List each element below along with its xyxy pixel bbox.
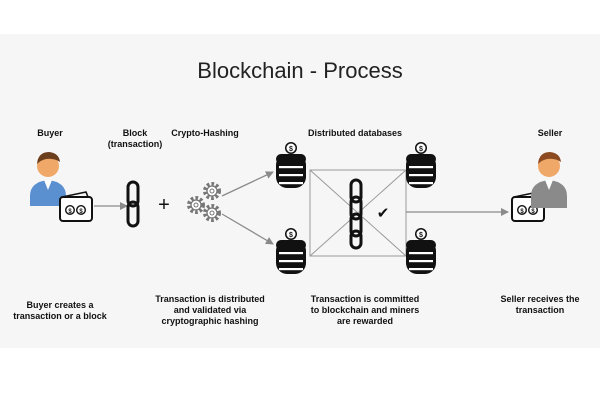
label-block: Block (transaction) [100,128,170,150]
database-bottom-left-icon [276,228,306,274]
plus-sign: + [158,194,170,216]
label-buyer: Buyer [37,128,63,138]
label-block-line2: (transaction) [107,139,163,149]
step-seller-receives: Seller receives the transaction [480,294,600,316]
step-1-line1: Buyer creates a [26,300,94,310]
step-2-line2: and validated via [173,305,247,315]
step-3-line1: Transaction is committed [310,294,420,304]
step-4-line2: transaction [515,305,565,315]
step-1-line2: transaction or a block [13,311,107,321]
step-committed: Transaction is committed to blockchain a… [295,294,435,327]
database-top-right-icon [406,142,436,188]
diagram-title: Blockchain - Process [197,58,403,83]
label-distributed-databases: Distributed databases [307,128,403,138]
step-2-line3: cryptographic hashing [161,316,259,326]
block-chain-link-icon [126,180,140,228]
check-icon: ✔ [377,204,390,222]
label-crypto-hashing: Crypto-Hashing [171,128,239,138]
blockchain-chain-icon [349,178,363,250]
label-block-line1: Block [122,128,148,138]
buyer-person-icon [30,152,66,206]
buyer-wallet-icon [59,191,93,222]
arrow-gears-to-db-bottom [221,213,274,245]
step-2-line1: Transaction is distributed [155,294,265,304]
step-3-line3: are rewarded [336,316,394,326]
database-bottom-right-icon [406,228,436,274]
step-distributed-validated: Transaction is distributed and validated… [140,294,280,327]
diagram-panel [0,34,600,348]
step-buyer-creates: Buyer creates a transaction or a block [0,300,120,322]
seller-person-icon [531,152,567,208]
step-3-line2: to blockchain and miners [310,305,420,315]
step-4-line1: Seller receives the [500,294,580,304]
label-seller: Seller [537,128,563,138]
database-top-left-icon [276,142,306,188]
crypto-gears-icon [187,182,221,222]
arrow-gears-to-db-top [221,171,274,197]
